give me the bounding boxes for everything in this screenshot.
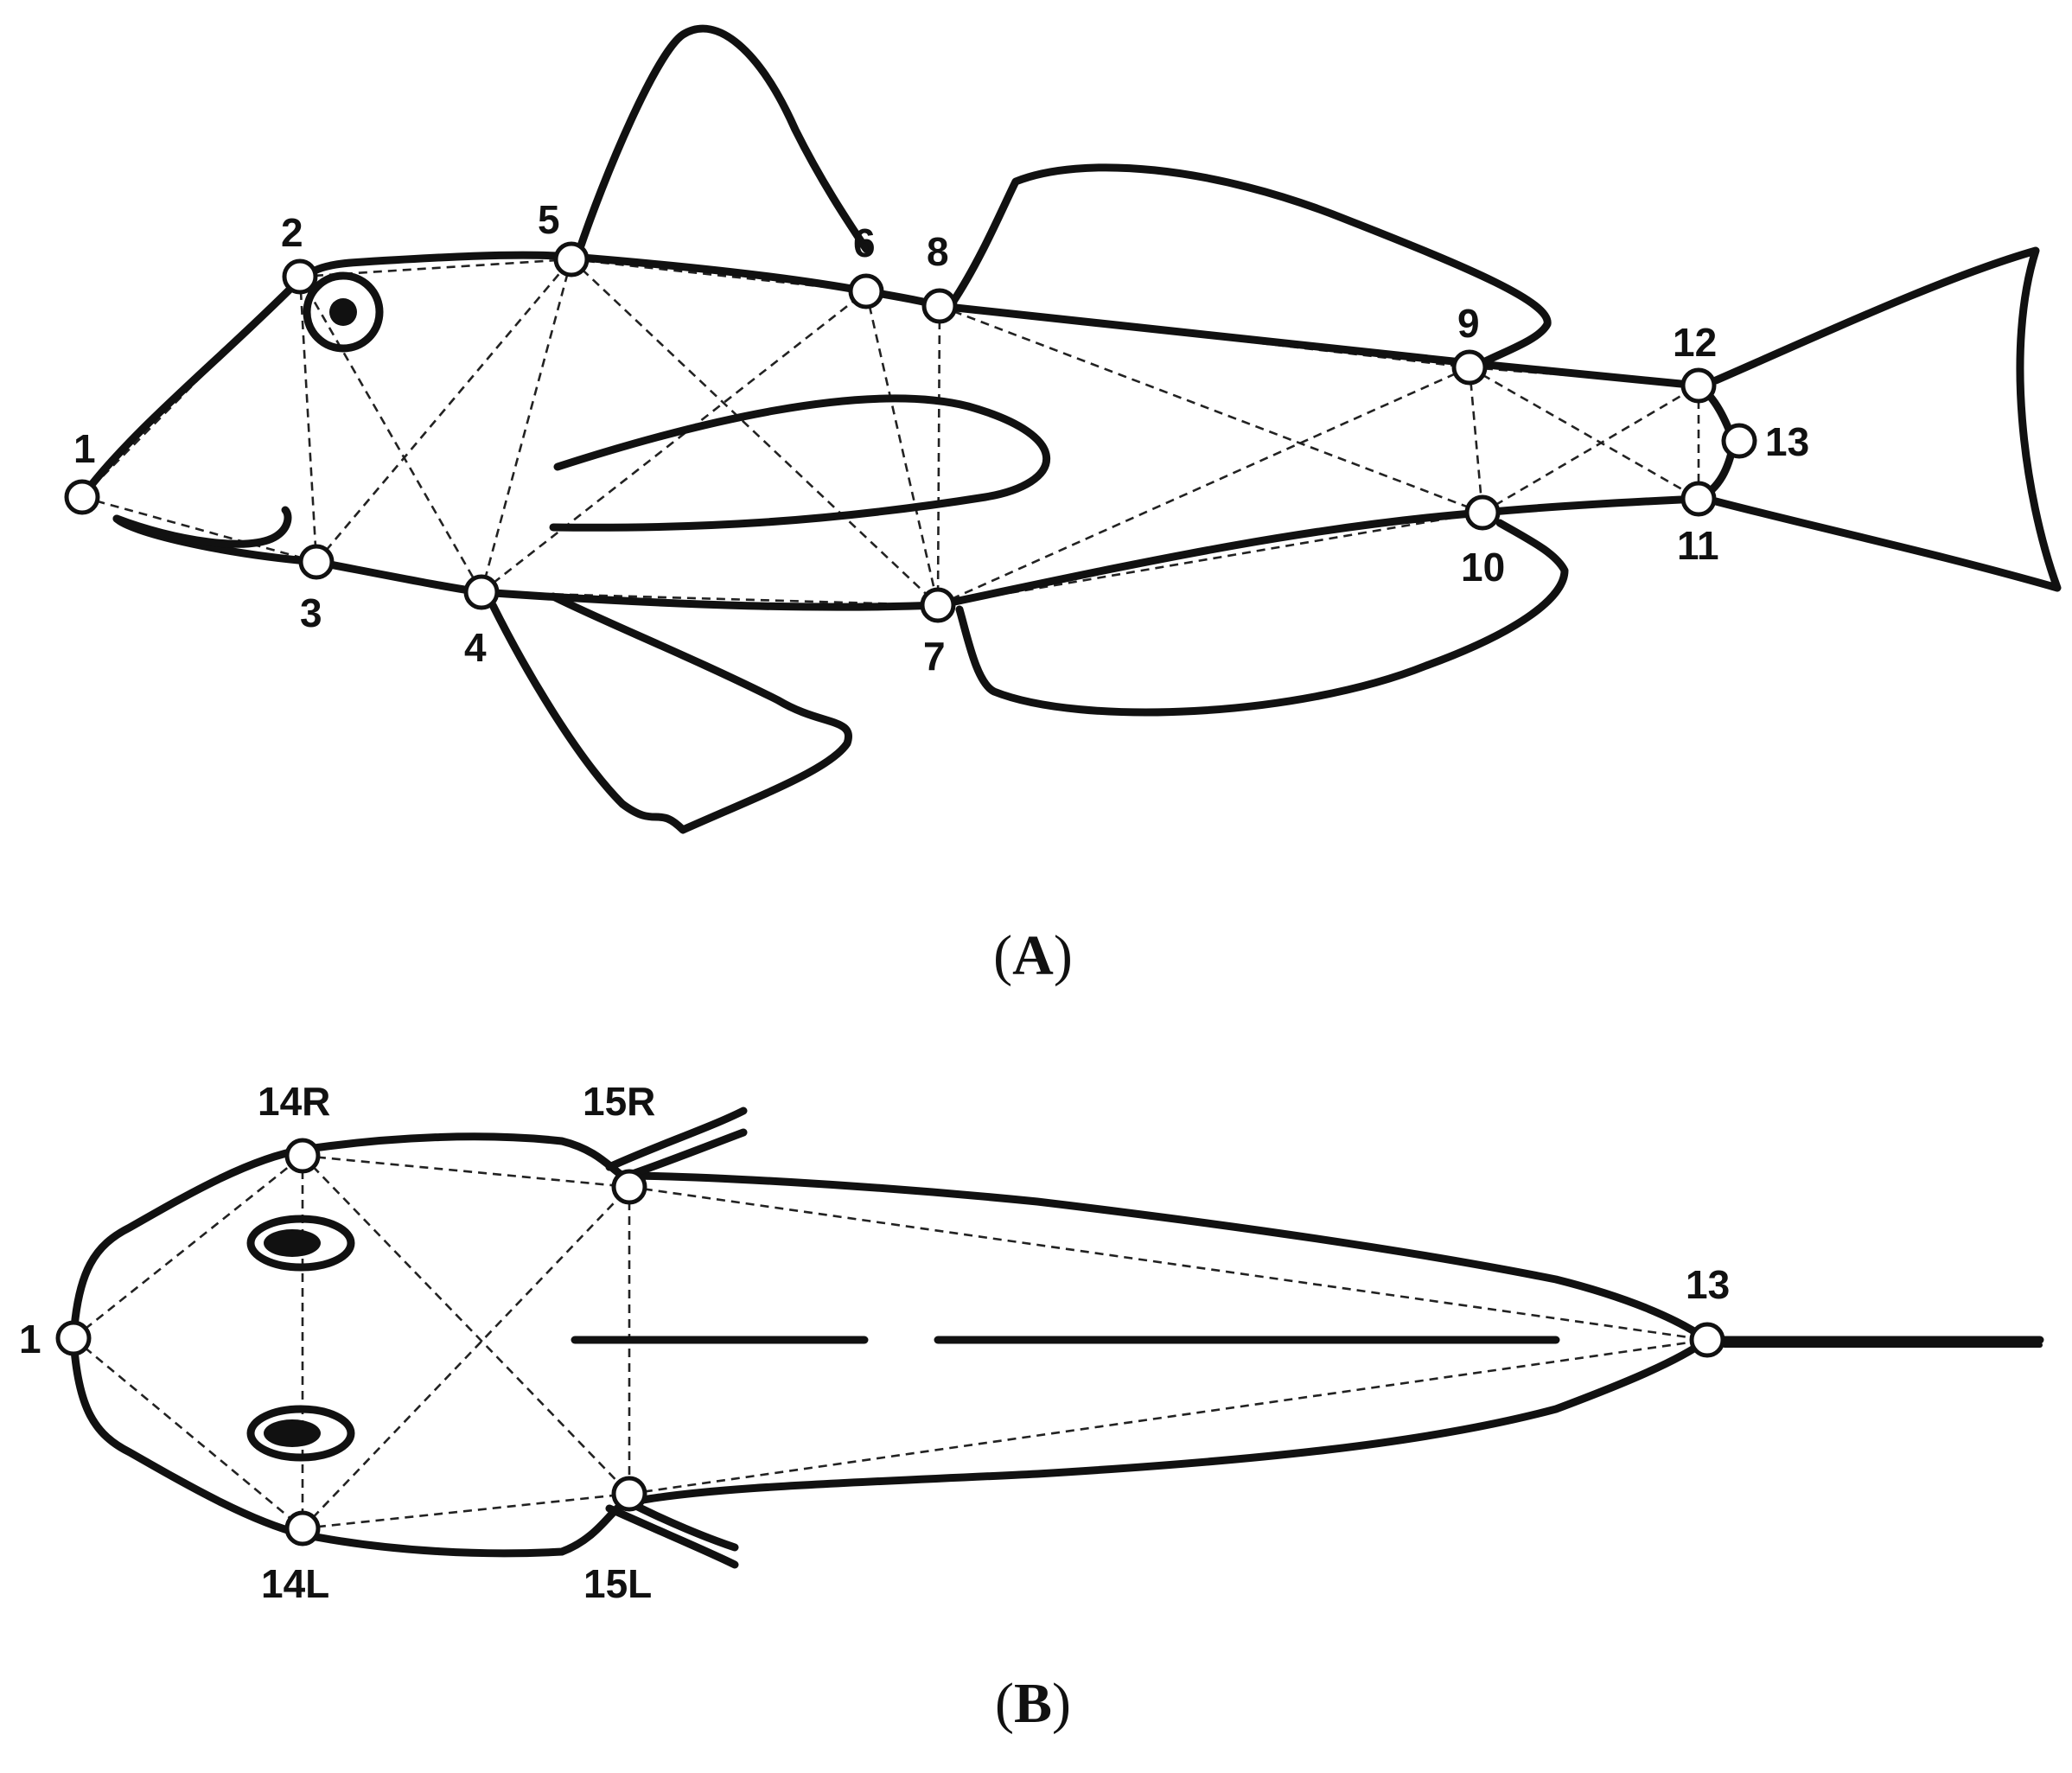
landmark-b-15R: [611, 1169, 647, 1205]
landmark-label-12: 12: [1673, 320, 1717, 365]
landmark-label-4: 4: [464, 625, 487, 670]
landmark-6: [848, 273, 884, 309]
left-eye-pupil: [264, 1419, 321, 1447]
landmark-12: [1680, 367, 1717, 404]
landmark-label-b-1: 1: [19, 1317, 41, 1362]
landmark-b-14R: [284, 1138, 321, 1174]
landmark-2: [282, 258, 318, 295]
panel-a-eye: [303, 271, 384, 353]
eye-ring: [303, 271, 384, 353]
landmark-5: [553, 241, 590, 277]
landmark-label-b-15R: 15R: [583, 1079, 655, 1124]
anal-fin: [955, 519, 1569, 717]
pectoral-spine-right-1: [605, 1107, 748, 1171]
landmark-13: [1721, 423, 1757, 459]
eye-pupil: [329, 298, 357, 326]
panel-a-landmark-labels: 1 2 3 4 5 6 7 8 9 10 11 12 13: [73, 197, 1809, 679]
landmark-label-b-15L: 15L: [583, 1561, 652, 1606]
second-dorsal-fin: [948, 163, 1552, 372]
landmark-label-9: 9: [1457, 301, 1480, 346]
pectoral-spine-left-1: [605, 1504, 739, 1569]
right-eye-ring: [246, 1215, 355, 1272]
landmark-label-5: 5: [538, 197, 560, 242]
landmark-label-b-14L: 14L: [261, 1561, 329, 1606]
landmark-b-14L: [284, 1510, 321, 1547]
panel-b-landmark-labels: 1 14R 15R 14L 15L 13: [19, 1079, 1730, 1606]
panel-label-a: (A): [993, 924, 1073, 987]
right-eye-pupil: [264, 1229, 321, 1257]
panel-b-fish-outline: [69, 1107, 2044, 1569]
panel-a-landmarks: [64, 241, 1757, 623]
landmark-4: [463, 574, 500, 610]
landmark-label-3: 3: [300, 590, 322, 635]
landmark-label-13: 13: [1765, 419, 1809, 464]
landmark-9: [1451, 349, 1488, 386]
landmark-label-7: 7: [923, 634, 946, 679]
landmark-label-6: 6: [853, 220, 876, 265]
landmark-label-8: 8: [927, 229, 949, 274]
landmark-label-11: 11: [1677, 523, 1719, 568]
landmark-b-15L: [611, 1476, 647, 1512]
landmark-7: [920, 587, 956, 623]
landmark-label-b-13: 13: [1686, 1262, 1730, 1307]
first-dorsal-fin: [573, 24, 870, 260]
landmark-11: [1680, 481, 1717, 517]
lateral-line: [549, 394, 1050, 532]
panel-b-dorsal-view: 1 14R 15R 14L 15L 13 (B): [19, 1079, 2044, 1735]
landmark-label-10: 10: [1461, 545, 1505, 590]
pectoral-fin: [488, 592, 852, 834]
panel-a-lateral-view: 1 2 3 4 5 6 7 8 9 10 11 12 13 (A): [64, 24, 2062, 987]
caudal-fin: [1712, 246, 2062, 592]
landmark-label-2: 2: [281, 210, 303, 255]
landmark-8: [921, 288, 958, 324]
landmark-label-b-14R: 14R: [258, 1079, 330, 1124]
panel-b-landmarks: [55, 1138, 1725, 1547]
landmark-label-1: 1: [73, 426, 96, 471]
left-eye-ring: [246, 1405, 355, 1462]
landmark-b-1: [55, 1320, 92, 1356]
landmark-1: [64, 479, 100, 515]
panel-a-fish-outline: [78, 24, 2062, 834]
panel-label-b: (B): [995, 1672, 1071, 1735]
panel-b-eyes: [246, 1215, 355, 1462]
landmark-10: [1464, 494, 1501, 531]
jaw-line: [112, 506, 292, 548]
landmark-b-13: [1689, 1322, 1725, 1358]
landmark-3: [298, 544, 335, 580]
